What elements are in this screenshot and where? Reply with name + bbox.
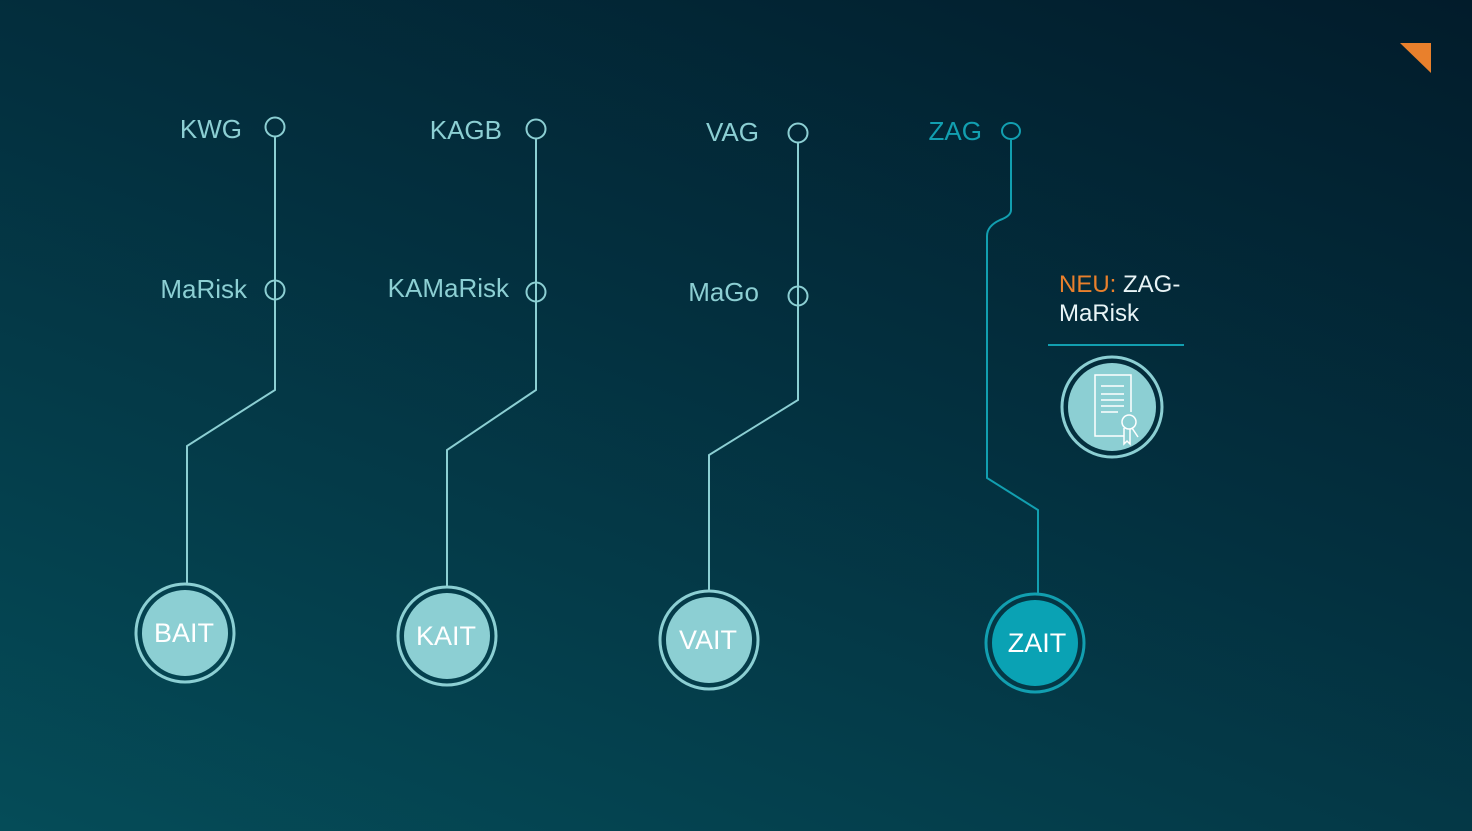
kait-label: KAIT [415,621,476,651]
node-mago [787,285,809,307]
node-marisk [264,279,286,301]
node-vag [787,122,809,144]
label-zag: ZAG [928,116,982,146]
node-kait [396,585,498,687]
label-marisk: MaRisk [160,274,247,304]
label-kamarisk: KAMaRisk [387,273,509,303]
label-kagb: KAGB [429,115,502,145]
node-bait [134,582,236,684]
corner-triangle-logo [1400,43,1431,73]
node-kamarisk [525,281,547,303]
label-vag: VAG [706,117,759,147]
new-prefix: NEU: [1059,271,1117,298]
bait-label: BAIT [153,618,214,648]
line-kait [446,139,537,587]
certificate-icon [1060,355,1164,459]
label-kwg: KWG [179,114,242,144]
label-mago: MaGo [688,277,759,307]
new-label-line1: ZAG- [1123,271,1181,298]
line-bait [186,137,276,584]
new-label-line2: MaRisk [1059,300,1140,327]
new-item-label: NEU: ZAG- MaRisk [1059,270,1199,328]
vait-label: VAIT [678,625,737,655]
zait-label: ZAIT [1007,628,1067,658]
node-vait [658,589,760,691]
node-kagb [525,118,547,140]
node-kwg [264,116,286,138]
node-zait [984,592,1086,694]
line-zait [986,140,1039,594]
node-zag [1001,122,1021,140]
line-vait [708,143,799,591]
